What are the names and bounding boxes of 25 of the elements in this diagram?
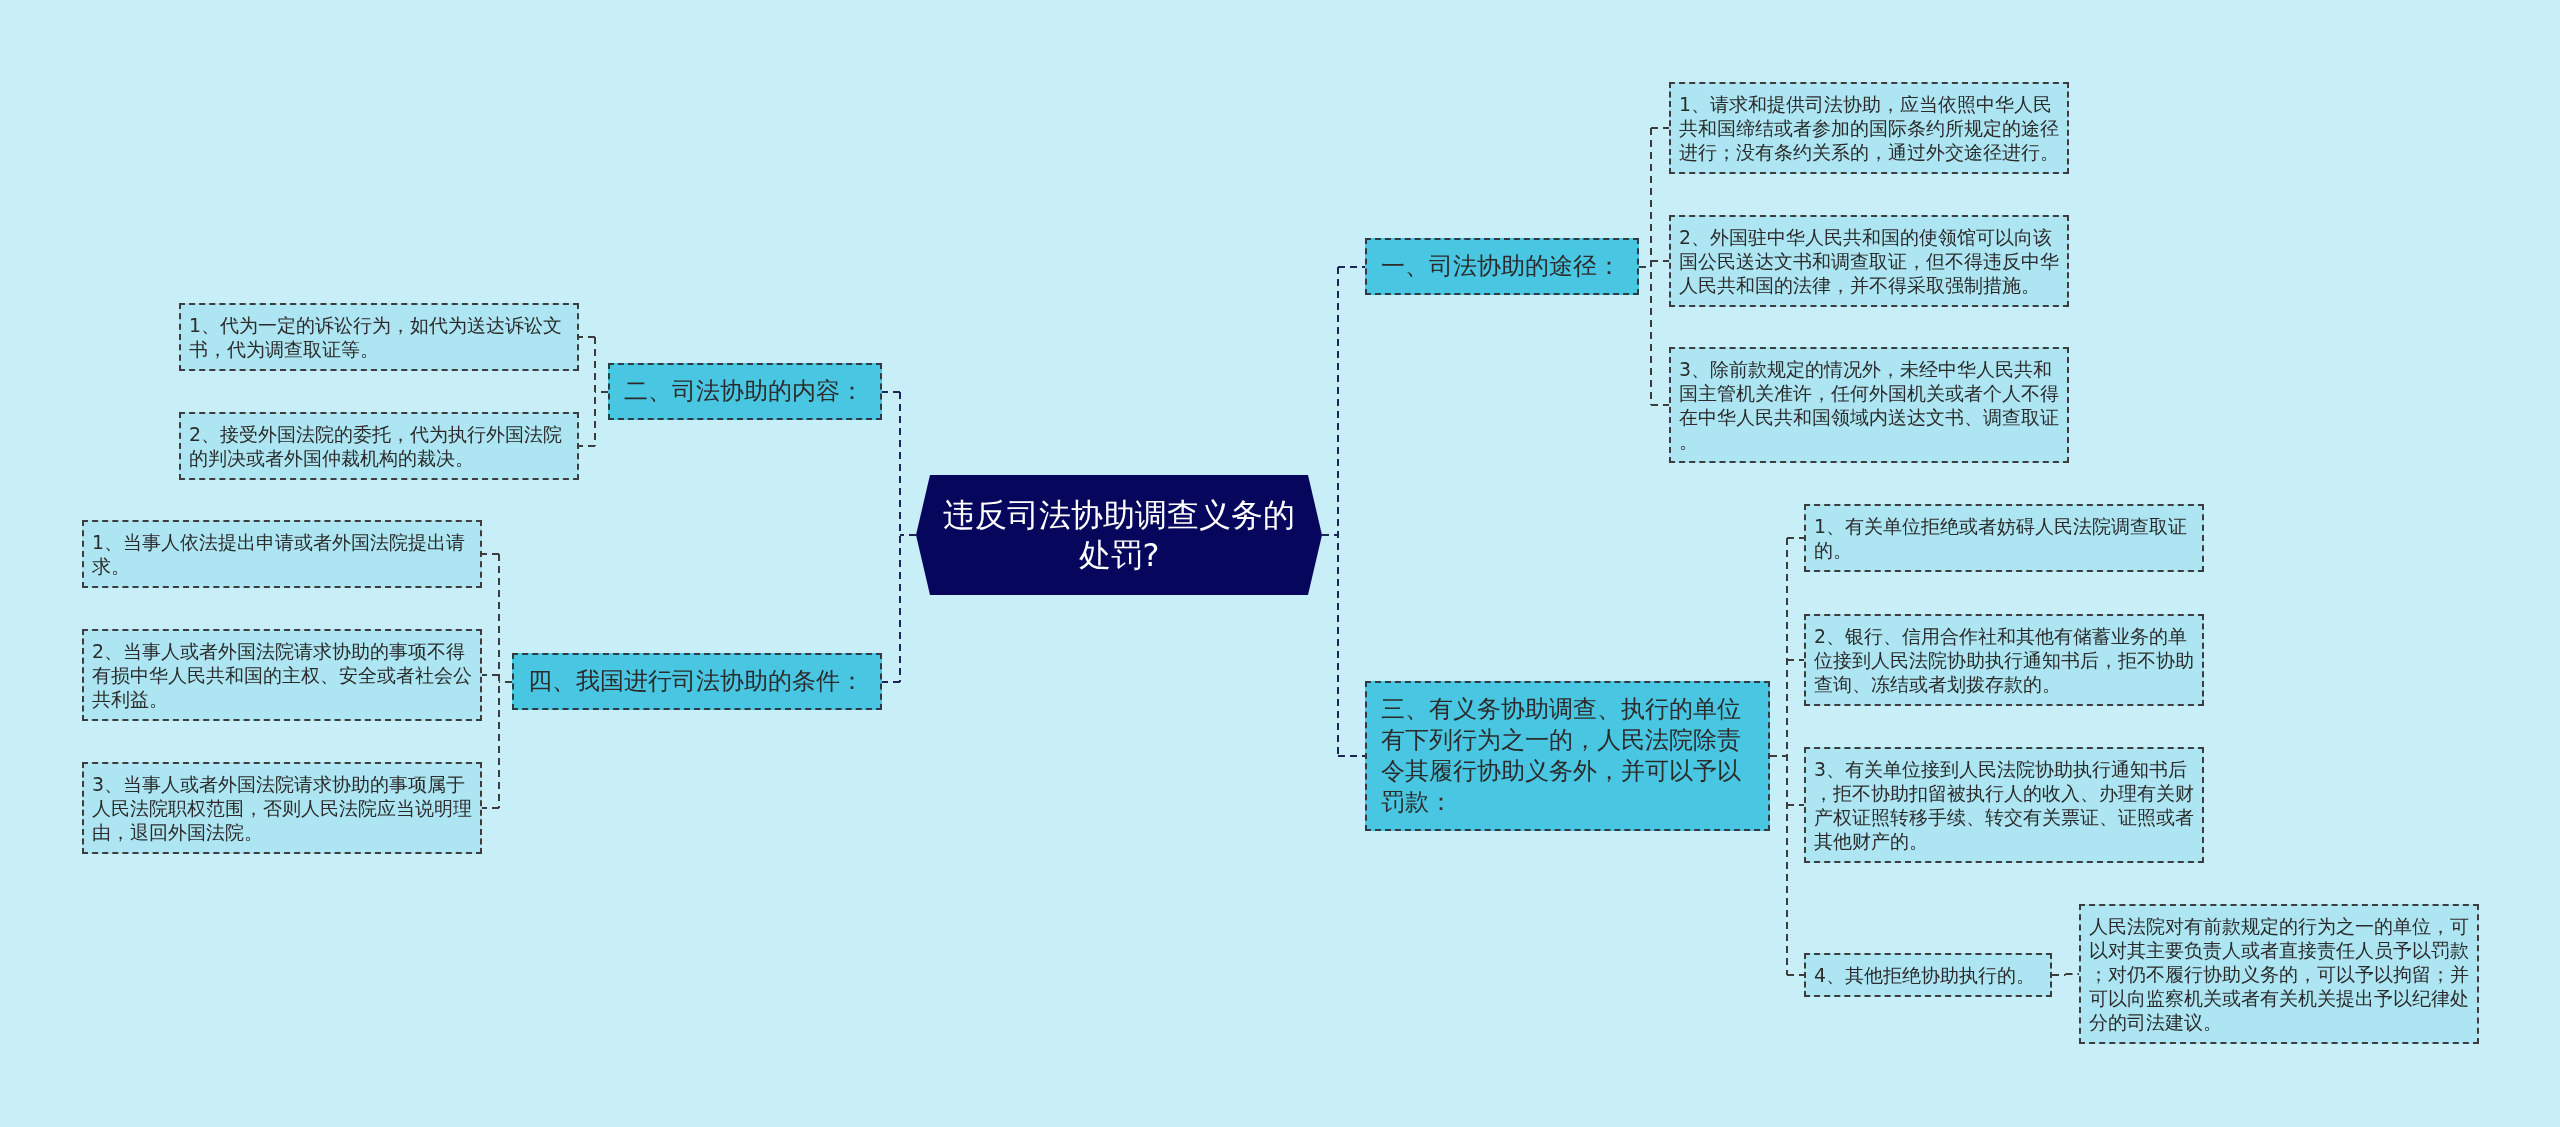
connector-line — [1769, 537, 1805, 976]
subtopic-box: 3、当事人或者外国法院请求协助的事项属于人民法院职权范围，否则人民法院应当说明理由，退回外国法院。 — [82, 762, 482, 854]
subtopic-box: 1、当事人依法提出申请或者外国法院提出请求。 — [82, 520, 482, 588]
subtopic-box: 4、其他拒绝协助执行的。 — [1804, 953, 2052, 997]
subtopic-box: 2、当事人或者外国法院请求协助的事项不得有损中华人民共和国的主权、安全或者社会公共利益。 — [82, 629, 482, 721]
connector-line — [578, 336, 609, 447]
subtopic-box: 2、接受外国法院的委托，代为执行外国法院的判决或者外国仲裁机构的裁决。 — [179, 412, 579, 480]
connector-line — [481, 553, 513, 809]
central-topic: 违反司法协助调查义务的处罚? — [916, 475, 1322, 595]
subtopic-box: 人民法院对有前款规定的行为之一的单位，可以对其主要负责人或者直接责任人员予以罚款；对仍不履行协助义务的，可以予以拘留；并可以向监察机关或者有关机关提出予以纪律处分的司法建议。 — [2079, 904, 2479, 1044]
subtopic-box: 1、有关单位拒绝或者妨碍人民法院调查取证的。 — [1804, 504, 2204, 572]
subtopic-box: 3、有关单位接到人民法院协助执行通知书后，拒不协助扣留被执行人的收入、办理有关财产权证照转移手续、转交有关票证、证照或者其他财产的。 — [1804, 747, 2204, 863]
branch-topic-box: 一、司法协助的途径： — [1365, 238, 1639, 295]
branch-topic-box: 四、我国进行司法协助的条件： — [512, 653, 882, 710]
branch-topic-box: 二、司法协助的内容： — [608, 363, 882, 420]
subtopic-box: 2、银行、信用合作社和其他有储蓄业务的单位接到人民法院协助执行通知书后，拒不协助查询、冻结或者划拨存款的。 — [1804, 614, 2204, 706]
connector-line — [2051, 973, 2080, 976]
branch-topic-box: 三、有义务协助调查、执行的单位有下列行为之一的，人民法院除责令其履行协助义务外，并可以予以罚款： — [1365, 681, 1770, 831]
subtopic-box: 2、外国驻中华人民共和国的使领馆可以向该国公民送达文书和调查取证，但不得违反中华人民共和国的法律，并不得采取强制措施。 — [1669, 215, 2069, 307]
connector-line — [1321, 266, 1366, 757]
subtopic-box: 3、除前款规定的情况外，未经中华人民共和国主管机关准许，任何外国机关或者个人不得在中华人民共和国领域内送达文书、调查取证。 — [1669, 347, 2069, 463]
connector-line — [1638, 127, 1670, 406]
subtopic-box: 1、请求和提供司法协助，应当依照中华人民共和国缔结或者参加的国际条约所规定的途径进行；没有条约关系的，通过外交途径进行。 — [1669, 82, 2069, 174]
connector-line — [881, 391, 917, 683]
subtopic-box: 1、代为一定的诉讼行为，如代为送达诉讼文书，代为调查取证等。 — [179, 303, 579, 371]
